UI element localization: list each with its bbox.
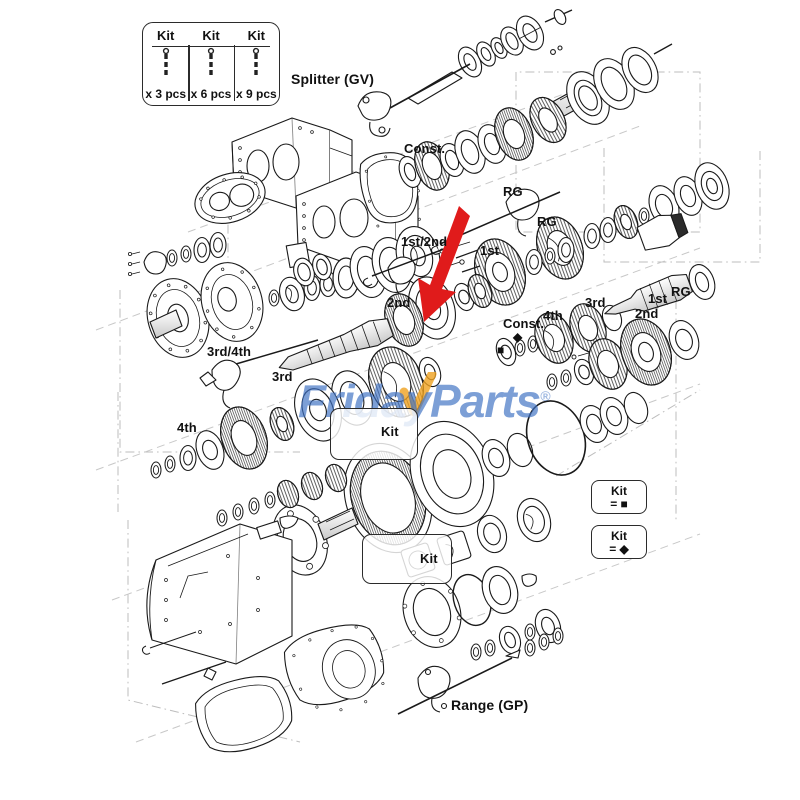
callout-rg-mid: RG: [537, 214, 557, 229]
kit-legend-column: Kit x 6 pcs: [188, 23, 233, 105]
kit-pin-icons: [206, 46, 216, 80]
kit-legend-header: Kit: [247, 28, 265, 43]
kit-pin-icons: [251, 46, 261, 80]
kit-legend-header: Kit: [156, 28, 175, 43]
callout-3rd-right: 3rd: [585, 295, 606, 310]
callout-1st-2nd: 1st/2nd: [401, 234, 448, 249]
kit-legend-footer: x 9 pcs: [235, 87, 277, 101]
kit-legend-header: Kit: [202, 28, 220, 43]
callout-4th-right: 4th: [543, 308, 563, 323]
kit-legend-column: Kit x 9 pcs: [233, 23, 279, 105]
kit-legend-diamond-symbol: = ◆: [609, 541, 629, 556]
callout-rg-right: RG: [671, 284, 691, 299]
kit-box-center-lower: [362, 534, 452, 584]
kit-box-center-upper-label: Kit: [381, 424, 399, 439]
kit-box-center-upper: [330, 408, 418, 460]
callout-const-right: Const.: [503, 316, 545, 331]
callout-4th-left: 4th: [177, 420, 197, 435]
kit-legend-table: Kit x 3 pcs Kit x 6: [142, 22, 280, 106]
callout-splitter-gv: Splitter (GV): [291, 71, 374, 87]
callout-range-gp: Range (GP): [451, 697, 529, 713]
kit-legend-footer: x 6 pcs: [190, 87, 232, 101]
callout-rg-upper: RG: [503, 184, 523, 199]
callout-1st-right: 1st: [648, 291, 668, 306]
kit-legend-column: Kit x 3 pcs: [143, 23, 188, 105]
kit-pin-icons: [161, 46, 171, 80]
kit-legend-square-label: Kit: [611, 483, 627, 498]
kit-legend-square: Kit = ■: [591, 480, 647, 514]
kit-legend-footer: x 3 pcs: [145, 87, 187, 101]
const-diamond-marker: ◆: [513, 330, 523, 344]
callout-2nd-right: 2nd: [635, 306, 659, 321]
kit-legend-square-symbol: = ■: [610, 496, 628, 511]
callout-const-upper: Const.: [404, 141, 446, 156]
callout-2nd-left: 2nd: [387, 295, 411, 310]
kit-box-center-lower-label: Kit: [420, 551, 438, 566]
const-square-marker: ■: [497, 343, 505, 357]
callout-1st-upper: 1st: [480, 243, 500, 258]
kit-legend-diamond-label: Kit: [611, 528, 627, 543]
kit-legend-diamond: Kit = ◆: [591, 525, 647, 559]
callout-3rd-4th: 3rd/4th: [207, 344, 252, 359]
callout-3rd-left: 3rd: [272, 369, 293, 384]
